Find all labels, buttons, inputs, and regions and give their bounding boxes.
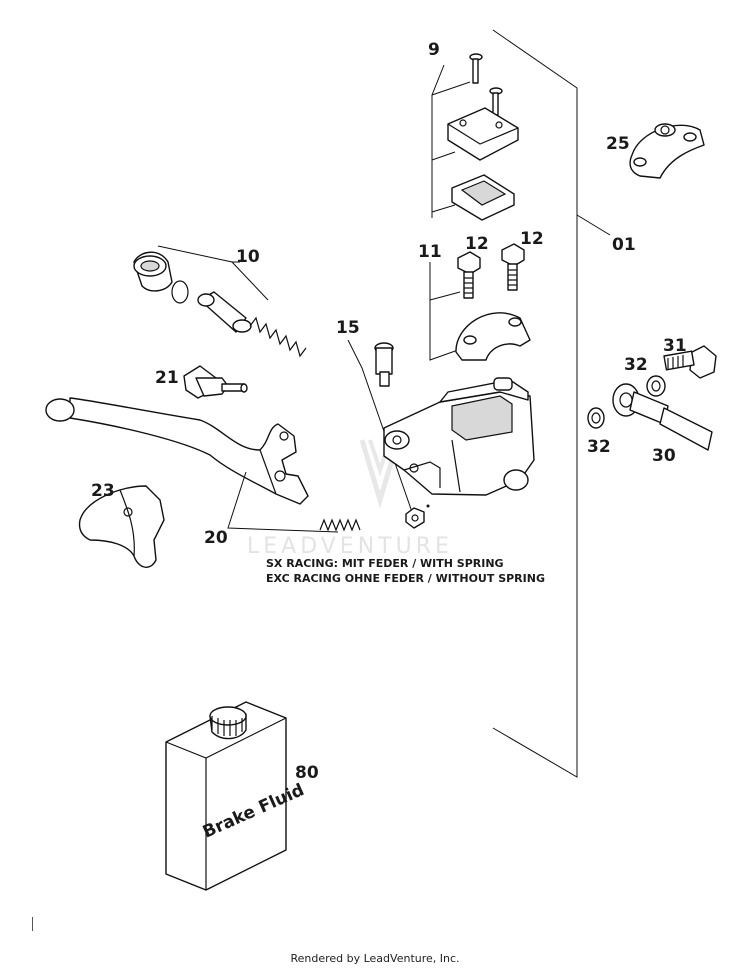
part-30-31-32-hose-fittings (587, 345, 717, 451)
callout-12-left: 12 (465, 234, 489, 254)
part-20-brake-lever (45, 397, 361, 533)
callout-32-upper: 32 (624, 355, 648, 375)
part-80-brake-fluid-bottle: Brake Fluid (165, 701, 307, 891)
part-9-reservoir-cap (431, 53, 519, 221)
callout-9: 9 (428, 40, 440, 60)
callout-01: 01 (612, 235, 636, 255)
callout-31: 31 (663, 336, 687, 356)
part-11-12-clamp-bolts (429, 243, 531, 361)
callout-20: 20 (204, 528, 228, 548)
part-10-piston-kit (133, 245, 307, 358)
callout-10: 10 (236, 247, 260, 267)
callout-11: 11 (418, 242, 442, 262)
part-23-lever-guard (78, 485, 165, 568)
footer-credit: Rendered by LeadVenture, Inc. (290, 952, 460, 965)
callout-23: 23 (91, 481, 115, 501)
part-21-adjuster (183, 365, 248, 399)
callout-32-lower: 32 (587, 437, 611, 457)
part-25-clamp (629, 123, 705, 179)
callout-80: 80 (295, 763, 319, 783)
master-cylinder-body (383, 377, 535, 496)
callout-12-right: 12 (520, 229, 544, 249)
note-sx-racing: SX RACING: MIT FEDER / WITH SPRING (266, 557, 504, 570)
callout-30: 30 (652, 446, 676, 466)
callout-25: 25 (606, 134, 630, 154)
watermark-text: LEADVENTURE (247, 534, 453, 559)
note-exc-racing: EXC RACING OHNE FEDER / WITHOUT SPRING (266, 572, 545, 585)
callout-21: 21 (155, 368, 179, 388)
pivot-nut (405, 504, 430, 529)
assembly-bracket-01 (492, 29, 611, 778)
margin-tick (32, 917, 33, 931)
callout-15: 15 (336, 318, 360, 338)
